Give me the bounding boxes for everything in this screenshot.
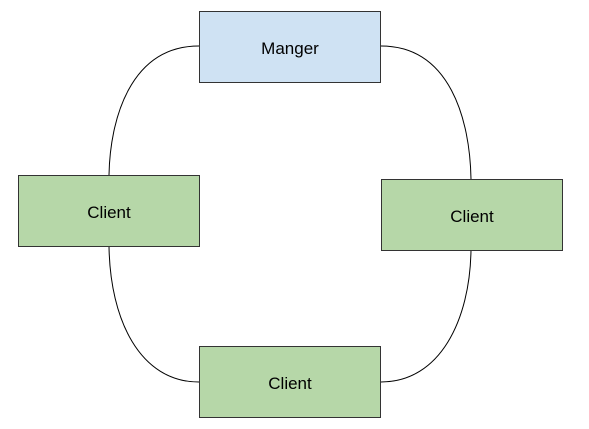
client-bottom-label: Client xyxy=(268,374,312,393)
client-left-box xyxy=(18,175,200,247)
manager-node[interactable]: Manger xyxy=(199,11,381,83)
manager-label: Manger xyxy=(261,39,319,58)
client-node-left[interactable]: Client xyxy=(18,175,200,247)
client-node-bottom[interactable]: Client xyxy=(199,346,381,418)
client-node-right[interactable]: Client xyxy=(381,179,563,251)
connector-manager-client-left xyxy=(108,45,200,176)
manager-box xyxy=(199,11,381,83)
client-bottom-box xyxy=(199,346,381,418)
connector-client-right-client-bottom xyxy=(380,249,472,383)
client-left-label: Client xyxy=(87,203,131,222)
client-right-box xyxy=(381,179,563,251)
client-right-label: Client xyxy=(450,207,494,226)
connector-client-left-client-bottom xyxy=(108,245,200,383)
connector-manager-client-right xyxy=(380,45,472,180)
